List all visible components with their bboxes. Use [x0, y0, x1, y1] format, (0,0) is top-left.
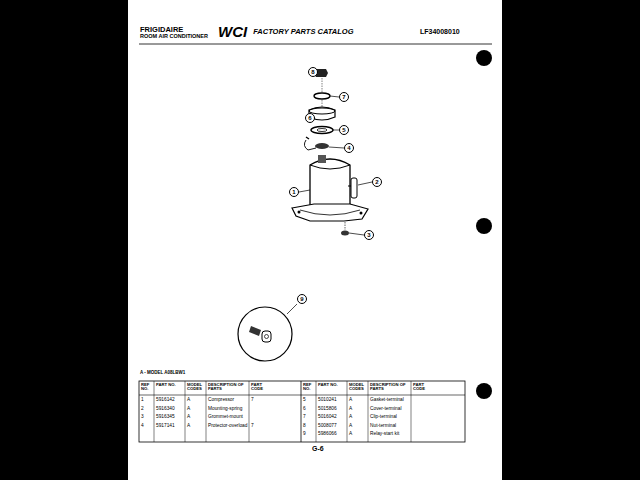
table-header: PART NO.	[318, 383, 346, 387]
table-header: MODEL CODES	[187, 383, 205, 392]
table-cell: Gasket-terminal	[370, 397, 404, 402]
table-cell: 7	[303, 414, 306, 419]
callout-circle: 7	[339, 92, 349, 102]
callout-circle: 1	[289, 187, 299, 197]
table-cell: A	[187, 406, 190, 411]
table-cell: A	[349, 406, 352, 411]
table-cell: 3	[141, 414, 144, 419]
callout-number: 8	[311, 69, 314, 75]
table-cell: A	[187, 397, 190, 402]
table-header: MODEL CODES	[349, 383, 367, 392]
callout-number: 6	[308, 115, 311, 121]
table-cell: 2	[141, 406, 144, 411]
table-cell: Mounting-spring	[208, 406, 242, 411]
table-header: DESCRIPTION OF PARTS	[370, 383, 410, 392]
table-cell: A	[349, 397, 352, 402]
table-cell: 7	[251, 423, 254, 428]
callout-number: 3	[367, 232, 370, 238]
callout-number: 4	[347, 145, 350, 151]
catalog-number: LF34008010	[420, 28, 460, 35]
table-cell: Grommet-mount	[208, 414, 243, 419]
table-cell: Relay-start kit	[370, 431, 399, 436]
table-cell: 4	[141, 423, 144, 428]
table-cell: 5	[303, 397, 306, 402]
table-header: PART CODE	[413, 383, 429, 392]
table-cell: 5917141	[156, 423, 175, 428]
callout-number: 7	[342, 94, 345, 100]
table-header: DESCRIPTION OF PARTS	[208, 383, 248, 392]
table-cell: 8	[303, 423, 306, 428]
callout-number: 9	[300, 296, 303, 302]
table-header: REF NO.	[141, 383, 153, 392]
callout-circle: 9	[297, 294, 307, 304]
table-cell: Nut-terminal	[370, 423, 396, 428]
table-cell: 7	[251, 397, 254, 402]
page-number: G-6	[312, 445, 324, 452]
product-line: ROOM AIR CONDITIONER	[140, 34, 208, 40]
table-cell: 6	[303, 406, 306, 411]
table-cell: Protector-overload	[208, 423, 247, 428]
table-cell: Cover-terminal	[370, 406, 401, 411]
table-cell: 5016042	[318, 414, 337, 419]
table-cell: Compressor	[208, 397, 234, 402]
table-cell: 5916345	[156, 414, 175, 419]
callout-circle: 3	[364, 230, 374, 240]
brand-name: FRIGIDAIRE	[140, 26, 183, 34]
callout-number: 2	[375, 179, 378, 185]
table-cell: A	[349, 414, 352, 419]
table-cell: A	[349, 431, 352, 436]
catalog-title: FACTORY PARTS CATALOG	[253, 28, 353, 36]
table-cell: 5008077	[318, 423, 337, 428]
table-cell: A	[349, 423, 352, 428]
table-cell: A	[187, 414, 190, 419]
table-header: PART CODE	[251, 383, 267, 392]
callout-circle: 4	[344, 143, 354, 153]
callout-circle: 6	[305, 113, 315, 123]
table-cell: 1	[141, 397, 144, 402]
callout-number: 5	[342, 127, 345, 133]
table-cell: A	[187, 423, 190, 428]
table-cell: 5986066	[318, 431, 337, 436]
model-legend: A - MODEL A08LBW1	[140, 371, 185, 376]
table-header: REF NO.	[303, 383, 315, 392]
logo: WCI	[218, 24, 247, 40]
table-cell: 9	[303, 431, 306, 436]
table-cell: 5916340	[156, 406, 175, 411]
table-header: PART NO.	[156, 383, 184, 387]
callout-circle: 8	[308, 67, 318, 77]
table-cell: 5010241	[318, 397, 337, 402]
callout-circle: 5	[339, 125, 349, 135]
callout-number: 1	[292, 189, 295, 195]
callout-circle: 2	[372, 177, 382, 187]
table-cell: 5916142	[156, 397, 175, 402]
table-cell: Clip-terminal	[370, 414, 397, 419]
table-cell: 5015806	[318, 406, 337, 411]
